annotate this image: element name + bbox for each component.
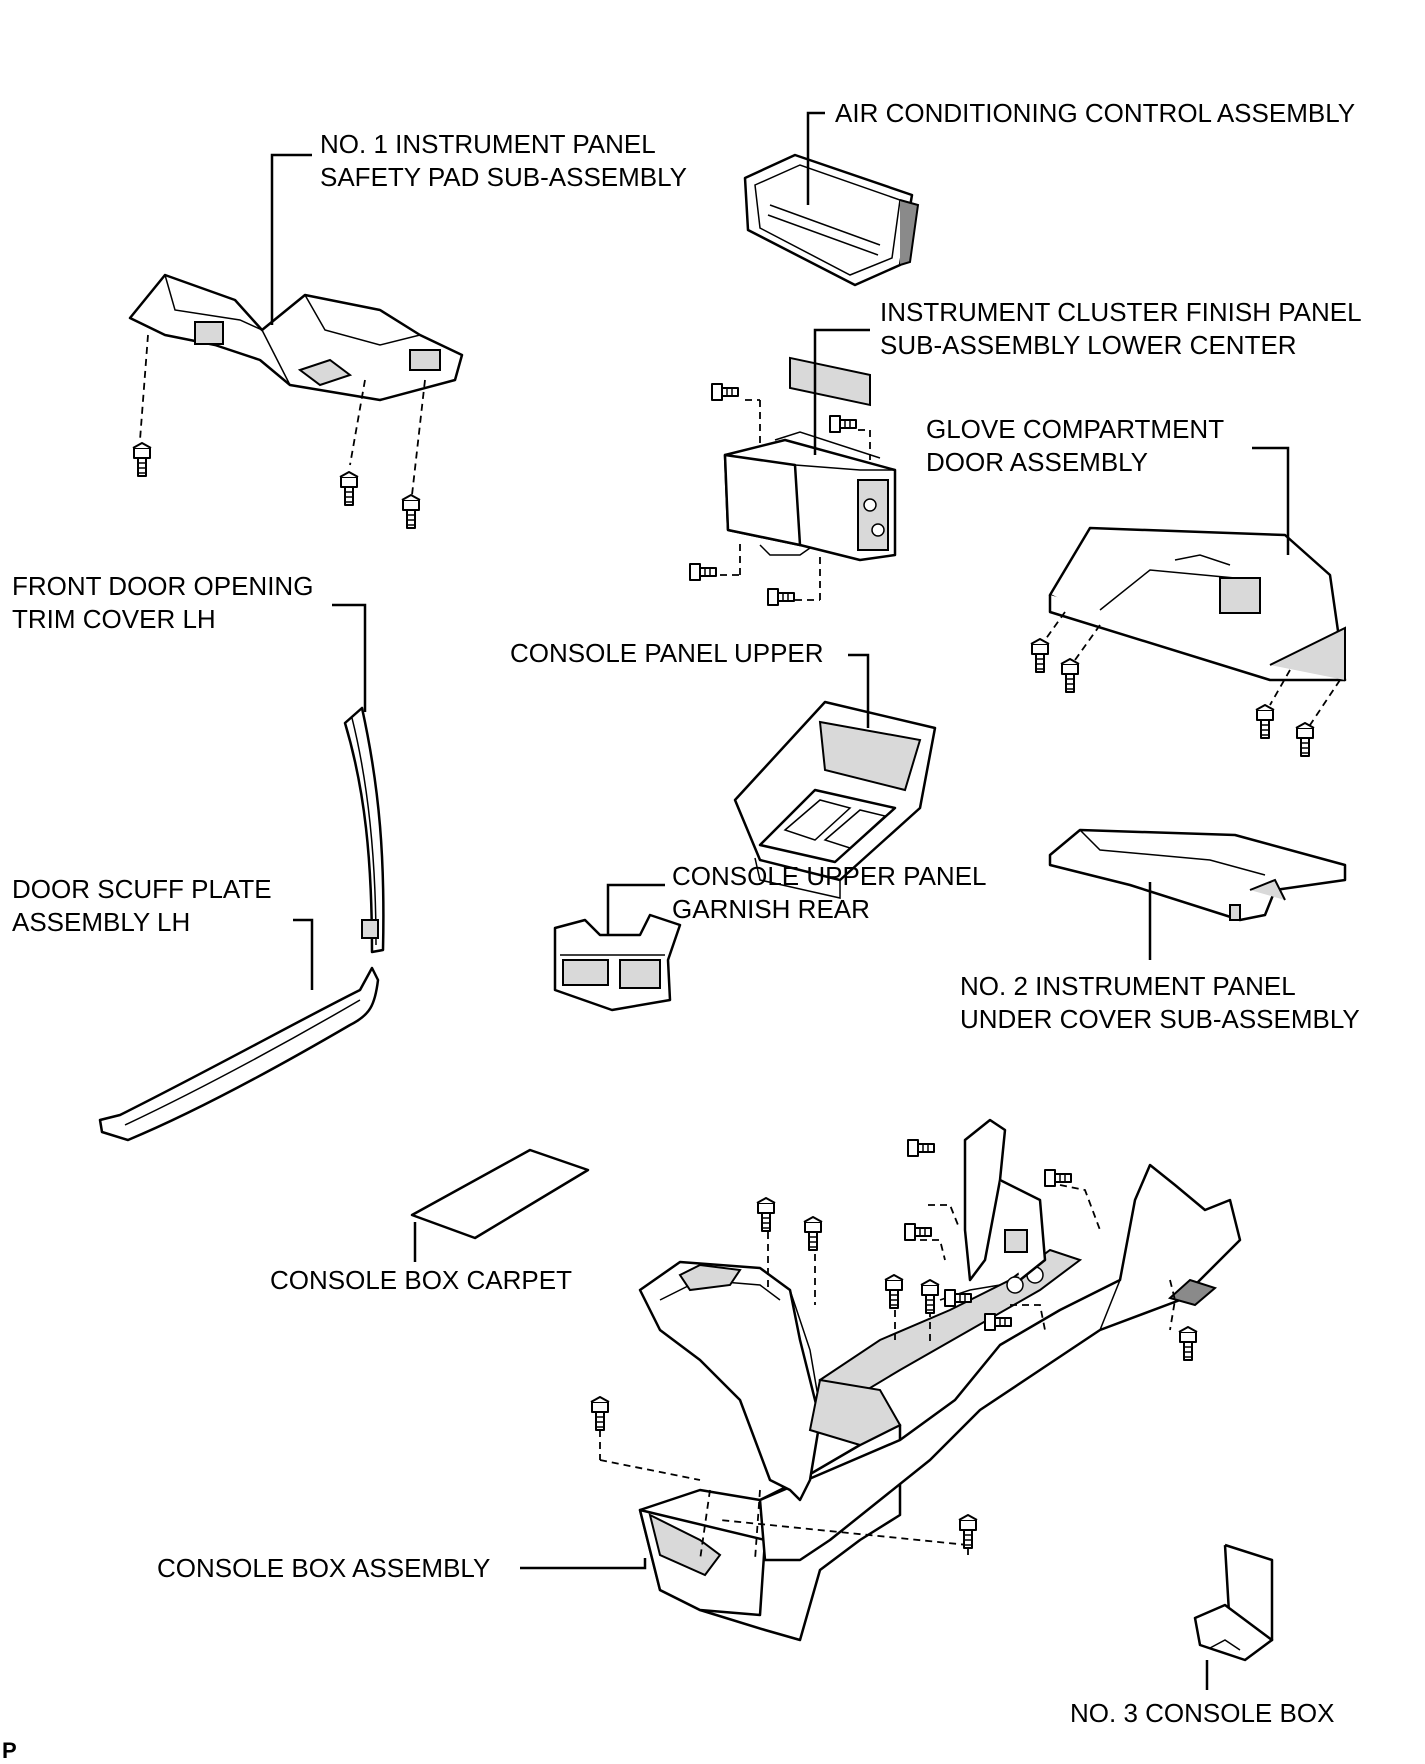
bolt-glove-1: [1030, 638, 1050, 673]
bolt-cluster-3: [689, 563, 717, 581]
bolt-console-1: [756, 1197, 776, 1232]
bolt-console-10: [904, 1223, 932, 1241]
door-scuff-plate-drawing: [98, 966, 380, 1142]
bolt-glove-4: [1295, 722, 1315, 757]
no3-console-box-drawing: [1193, 1543, 1274, 1662]
bolt-glove-2: [1060, 658, 1080, 693]
label-under-cover-line2: UNDER COVER SUB-ASSEMBLY: [960, 1004, 1360, 1034]
bolt-cluster-1: [711, 383, 739, 401]
bolt-console-2: [803, 1216, 823, 1251]
front-door-trim-cover-drawing: [343, 706, 385, 954]
leader-lines: [270, 111, 1290, 1690]
bolt-cluster-4: [767, 588, 795, 606]
label-ac-control: AIR CONDITIONING CONTROL ASSEMBLY: [835, 98, 1356, 128]
console-box-carpet-drawing: [410, 1148, 590, 1240]
safety-pad-drawing: [128, 273, 464, 496]
ac-control-assembly-drawing: [743, 153, 920, 407]
under-cover-drawing: [1048, 828, 1347, 922]
bolt-console-8: [907, 1139, 935, 1157]
glove-compartment-drawing: [1044, 526, 1347, 726]
bolt-console-3: [884, 1274, 904, 1309]
label-scuff-line1: DOOR SCUFF PLATE: [12, 874, 272, 904]
bolt-safety-pad-2: [339, 471, 359, 506]
bolt-console-6: [958, 1514, 978, 1549]
bolt-cluster-2: [829, 415, 857, 433]
bolt-console-12: [984, 1313, 1012, 1331]
label-under-cover-line1: NO. 2 INSTRUMENT PANEL: [960, 971, 1296, 1001]
bolt-console-7: [1178, 1326, 1198, 1361]
label-console-panel-upper: CONSOLE PANEL UPPER: [510, 638, 824, 668]
cluster-finish-panel-drawing: [720, 399, 897, 601]
console-box-assembly-drawing: [599, 1118, 1242, 1642]
label-garnish-line2: GARNISH REAR: [672, 894, 870, 924]
label-cluster-finish-line1: INSTRUMENT CLUSTER FINISH PANEL: [880, 297, 1362, 327]
bolt-console-4: [920, 1279, 940, 1314]
label-garnish-line1: CONSOLE UPPER PANEL: [672, 861, 987, 891]
label-safety-pad-line1: NO. 1 INSTRUMENT PANEL: [320, 129, 656, 159]
label-glove-line1: GLOVE COMPARTMENT: [926, 414, 1225, 444]
label-console-box-carpet: CONSOLE BOX CARPET: [270, 1265, 572, 1295]
label-glove-line2: DOOR ASSEMBLY: [926, 447, 1149, 477]
bolt-glove-3: [1255, 704, 1275, 739]
bolt-console-9: [1044, 1169, 1072, 1187]
page-reference-code: P: [2, 1738, 17, 1763]
bolt-console-5: [590, 1396, 610, 1431]
bolt-safety-pad-1: [132, 442, 152, 477]
label-no3-console-box: NO. 3 CONSOLE BOX: [1070, 1698, 1335, 1728]
label-cluster-finish-line2: SUB-ASSEMBLY LOWER CENTER: [880, 330, 1297, 360]
garnish-rear-drawing: [553, 913, 682, 1012]
label-scuff-line2: ASSEMBLY LH: [12, 907, 191, 937]
label-front-door-line2: TRIM COVER LH: [12, 604, 216, 634]
console-panel-upper-drawing: [733, 700, 937, 899]
label-safety-pad-line2: SAFETY PAD SUB-ASSEMBLY: [320, 162, 687, 192]
label-front-door-line1: FRONT DOOR OPENING: [12, 571, 314, 601]
label-console-box-assembly: CONSOLE BOX ASSEMBLY: [157, 1553, 491, 1583]
bolt-safety-pad-3: [401, 494, 421, 529]
